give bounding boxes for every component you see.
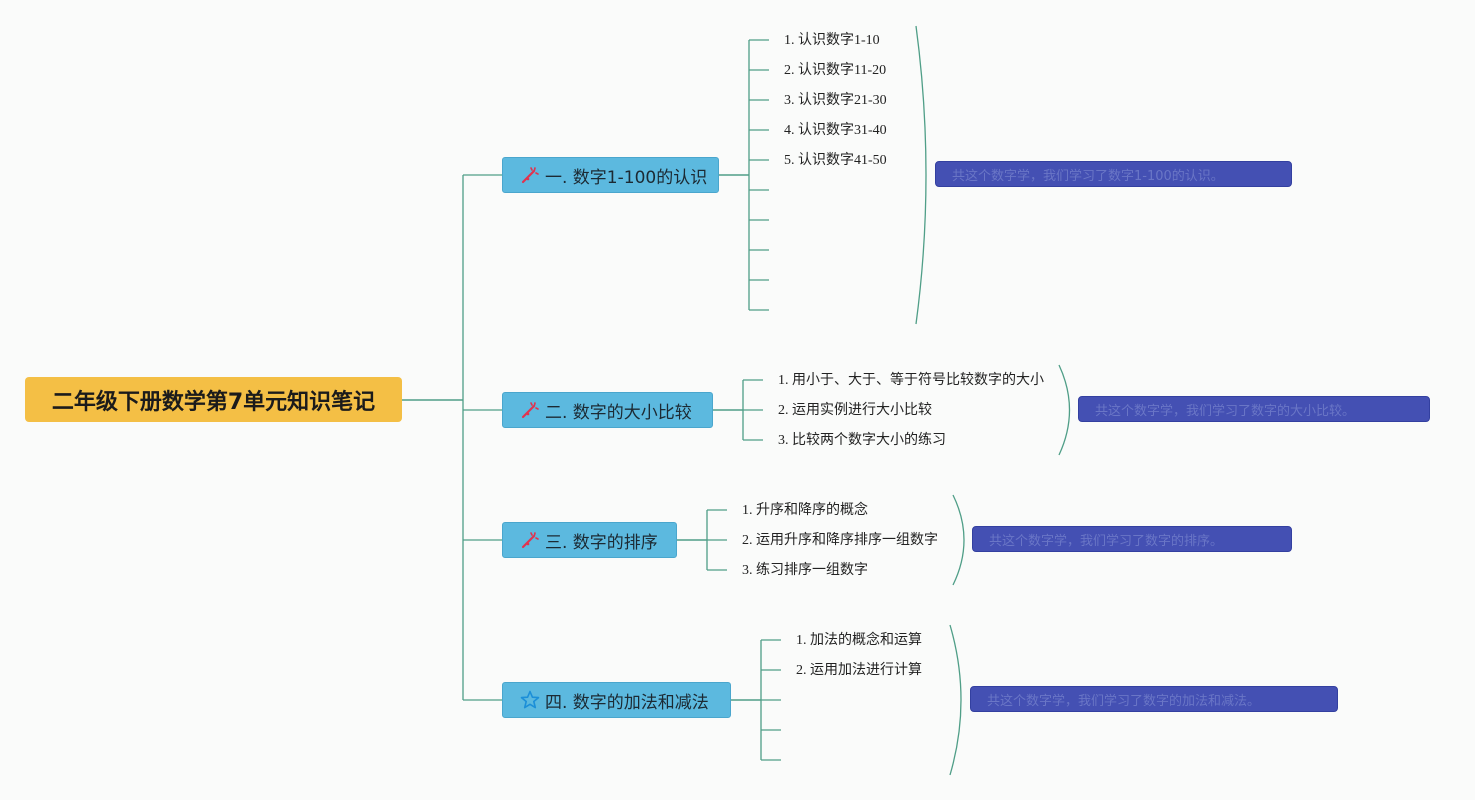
topic-number-recognition[interactable]: 一. 数字1-100的认识 bbox=[502, 157, 719, 193]
topic-label: 一. 数字1-100的认识 bbox=[545, 167, 708, 188]
subtopic-item[interactable]: 3. 认识数字21-30 bbox=[784, 93, 887, 108]
summary-bracket bbox=[949, 624, 962, 776]
summary-bracket bbox=[915, 25, 927, 325]
subtopic-item[interactable]: 2. 运用升序和降序排序一组数字 bbox=[742, 533, 938, 548]
subtopic-item[interactable]: 1. 用小于、大于、等于符号比较数字的大小 bbox=[778, 373, 1044, 388]
sparkle-icon bbox=[521, 167, 539, 184]
subtopic-item[interactable]: 3. 练习排序一组数字 bbox=[742, 563, 868, 578]
topic-addition-subtraction[interactable]: 四. 数字的加法和减法 bbox=[502, 682, 731, 718]
subtopic-item[interactable]: 5. 认识数字41-50 bbox=[784, 153, 887, 168]
subtopic-item[interactable]: 2. 运用实例进行大小比较 bbox=[778, 403, 932, 418]
sparkle-icon bbox=[521, 402, 539, 419]
subtopic-item[interactable]: 1. 升序和降序的概念 bbox=[742, 503, 868, 518]
summary-box[interactable]: 共这个数字学，我们学习了数字的加法和减法。 bbox=[970, 686, 1338, 712]
sparkle-icon bbox=[521, 532, 539, 549]
summary-text: 共这个数字学，我们学习了数字的排序。 bbox=[989, 533, 1224, 549]
summary-bracket bbox=[952, 494, 965, 586]
root-title: 二年级下册数学第7单元知识笔记 bbox=[51, 389, 376, 415]
summary-box[interactable]: 共这个数字学，我们学习了数字的大小比较。 bbox=[1078, 396, 1430, 422]
root-topic[interactable]: 二年级下册数学第7单元知识笔记 bbox=[25, 377, 402, 422]
topic-label: 三. 数字的排序 bbox=[545, 532, 658, 553]
subtopic-item[interactable]: 1. 认识数字1-10 bbox=[784, 33, 880, 48]
summary-text: 共这个数字学，我们学习了数字的加法和减法。 bbox=[987, 693, 1261, 709]
summary-bracket bbox=[1058, 364, 1071, 456]
subtopic-item[interactable]: 4. 认识数字31-40 bbox=[784, 123, 887, 138]
subtopic-item[interactable]: 3. 比较两个数字大小的练习 bbox=[778, 433, 946, 448]
summary-box[interactable]: 共这个数字学，我们学习了数字的排序。 bbox=[972, 526, 1292, 552]
topic-label: 四. 数字的加法和减法 bbox=[545, 692, 709, 713]
subtopic-item[interactable]: 2. 运用加法进行计算 bbox=[796, 663, 922, 678]
summary-box[interactable]: 共这个数字学，我们学习了数字1-100的认识。 bbox=[935, 161, 1292, 187]
topic-size-comparison[interactable]: 二. 数字的大小比较 bbox=[502, 392, 713, 428]
topic-label: 二. 数字的大小比较 bbox=[545, 402, 692, 423]
topic-number-sorting[interactable]: 三. 数字的排序 bbox=[502, 522, 677, 558]
subtopic-item[interactable]: 2. 认识数字11-20 bbox=[784, 63, 887, 78]
summary-text: 共这个数字学，我们学习了数字的大小比较。 bbox=[1095, 403, 1356, 419]
subtopic-item[interactable]: 1. 加法的概念和运算 bbox=[796, 633, 922, 648]
star-icon bbox=[520, 690, 540, 709]
summary-text: 共这个数字学，我们学习了数字1-100的认识。 bbox=[952, 168, 1224, 184]
